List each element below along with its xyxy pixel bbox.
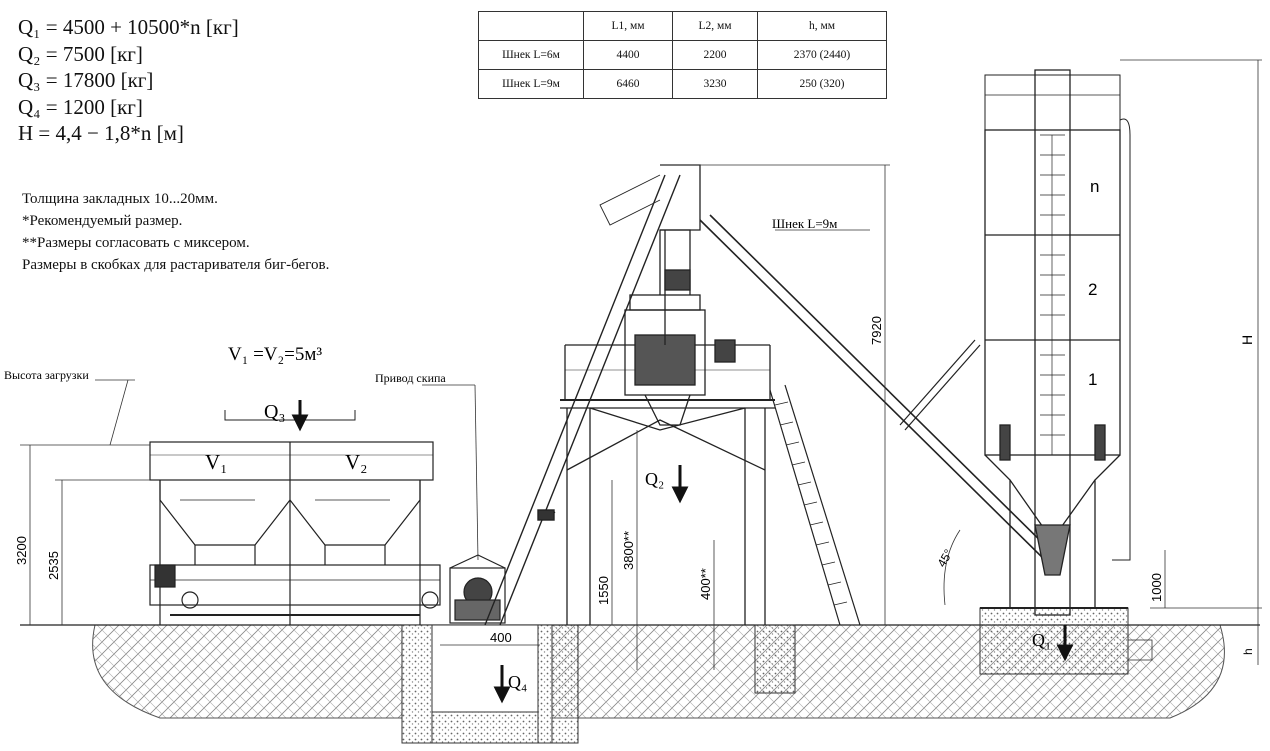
table-header: L1, мм <box>583 11 673 41</box>
height-lower-h-label: h <box>1241 648 1255 655</box>
auger <box>699 214 1061 566</box>
note-recommended: *Рекомендуемый размер. <box>22 213 183 229</box>
load-formulas: Q₁ = 4500 + 10500*n [кг] Q₂ = 7500 [кг] … <box>18 14 239 147</box>
q3-label: Q₃ <box>264 401 285 423</box>
dim-400-vertical: 400** <box>698 568 713 600</box>
skip-drive <box>449 554 506 624</box>
skip-drive-label: Привод скипа <box>375 371 446 385</box>
cement-silo <box>980 69 1131 616</box>
dimension-lines <box>20 59 1262 670</box>
v2-label: V₂ <box>345 450 368 474</box>
table-cell: 4400 <box>583 40 673 70</box>
q4-label: Q₄ <box>508 672 527 692</box>
height-h-label: H <box>1239 335 1255 345</box>
dim-1000: 1000 <box>1149 573 1164 602</box>
dim-2535: 2535 <box>46 551 61 580</box>
loading-height-label: Высота загрузки <box>4 368 89 382</box>
note-thickness: Толщина закладных 10...20мм. <box>22 191 218 207</box>
formula-q2: Q₂ = 7500 [кг] <box>18 41 143 66</box>
aggregate-batcher <box>149 410 441 625</box>
auger-dimensions-table: L1, мм L2, мм h, мм Шнек L=6м 4400 2200 … <box>478 11 887 99</box>
q2-label: Q₂ <box>645 469 664 489</box>
dim-7920: 7920 <box>869 316 884 345</box>
table-header-row: L1, мм L2, мм h, мм <box>478 11 887 41</box>
angle-label: 45° <box>934 547 955 570</box>
formula-q4: Q₄ = 1200 [кг] <box>18 94 143 119</box>
mixer-tower <box>560 164 775 625</box>
table-cell: 6460 <box>583 69 673 99</box>
dim-3800: 3800** <box>621 531 636 570</box>
note-mixer: **Размеры согласовать с миксером. <box>22 235 250 251</box>
notes: Толщина закладных 10...20мм. *Рекомендуе… <box>22 188 329 276</box>
table-header <box>478 11 584 41</box>
dim-400-horizontal: 400 <box>490 630 512 645</box>
table-row: Шнек L=6м 4400 2200 2370 (2440) <box>478 40 887 70</box>
table-header: h, мм <box>757 11 887 41</box>
table-cell: 2370 (2440) <box>757 40 887 70</box>
auger-label: Шнек L=9м <box>772 216 837 231</box>
q1-label: Q₁ <box>1032 630 1051 650</box>
dim-3200: 3200 <box>14 536 29 565</box>
silo-level-2: 2 <box>1088 280 1097 299</box>
stairs <box>769 384 861 626</box>
table-cell: 250 (320) <box>757 69 887 99</box>
table-cell: 2200 <box>672 40 758 70</box>
load-arrows <box>291 400 1074 704</box>
table-cell: Шнек L=6м <box>478 40 584 70</box>
silo-level-n: n <box>1090 177 1099 196</box>
formula-q1: Q₁ = 4500 + 10500*n [кг] <box>18 15 239 39</box>
dim-1550: 1550 <box>596 576 611 605</box>
table-cell: Шнек L=9м <box>478 69 584 99</box>
formula-q3: Q₃ = 17800 [кг] <box>18 68 154 92</box>
table-row: Шнек L=9м 6460 3230 250 (320) <box>478 69 887 99</box>
foundations <box>401 607 1153 744</box>
table-cell: 3230 <box>672 69 758 99</box>
formula-h: H = 4,4 − 1,8*n [м] <box>18 121 184 145</box>
v1-label: V₁ <box>205 450 228 474</box>
volume-label: V₁ =V₂=5м³ <box>228 344 322 365</box>
table-header: L2, мм <box>672 11 758 41</box>
note-bigbag: Размеры в скобках для растаривателя биг-… <box>22 257 330 273</box>
silo-level-1: 1 <box>1088 370 1097 389</box>
